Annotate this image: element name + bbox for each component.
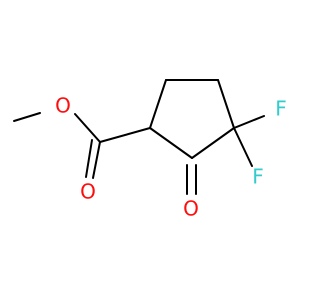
atom-label-o-ketone: O <box>183 197 199 221</box>
bond-carbon-fluorine-lower <box>233 127 253 167</box>
bond-ring-c4-c5 <box>191 127 235 159</box>
atom-labels: O O O F F <box>55 94 287 221</box>
bond-ring-c3-c4 <box>217 79 235 129</box>
atom-label-o-ester-carbonyl: O <box>80 180 96 204</box>
bond-methyl-oxygen <box>13 112 41 122</box>
atom-label-o-ether: O <box>55 94 71 118</box>
molecule-structure: O O O F F <box>13 79 287 221</box>
bond-carbon-fluorine-upper <box>233 115 265 129</box>
bond-ester-carbon-ring-carbon <box>99 127 151 143</box>
bonds <box>13 79 265 195</box>
bond-ring-c1-c2 <box>149 79 167 129</box>
bond-ester-carbonyl-1 <box>92 141 101 179</box>
atom-label-f-upper: F <box>275 97 287 121</box>
bond-ether-oxygen-carbon <box>74 113 101 143</box>
molecule-canvas: O O O F F <box>13 79 287 221</box>
atom-label-f-lower: F <box>252 165 264 189</box>
bond-ester-carbonyl-2 <box>85 139 93 178</box>
bond-ring-c5-c1 <box>149 127 193 159</box>
